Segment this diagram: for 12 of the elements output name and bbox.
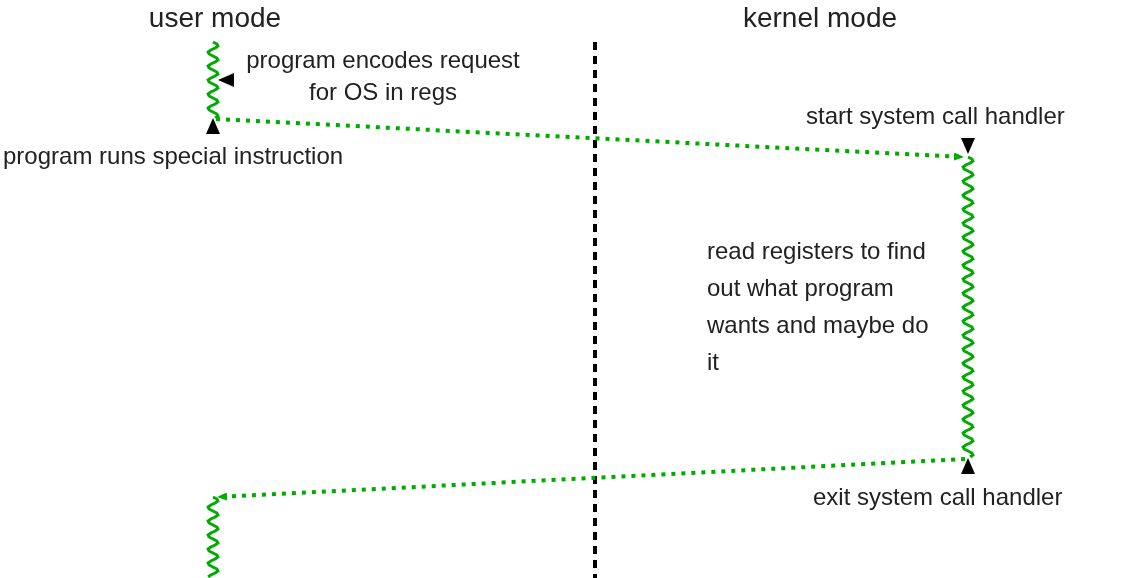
arrow bbox=[217, 457, 966, 501]
annotation-text: exit system call handler bbox=[813, 482, 1064, 512]
annotation-text: program runs special instruction bbox=[3, 141, 345, 171]
execution-wave bbox=[206, 40, 220, 120]
arrow bbox=[215, 117, 964, 161]
execution-wave bbox=[206, 495, 220, 578]
execution-wave bbox=[961, 155, 975, 458]
note-text: read registers to find out what program wants and maybe do it bbox=[707, 236, 930, 377]
column-heading: user mode bbox=[147, 1, 283, 35]
annotation-text: start system call handler bbox=[806, 101, 1066, 131]
column-heading: kernel mode bbox=[741, 1, 899, 35]
annotation-text: program encodes request for OS in regs bbox=[245, 45, 521, 107]
